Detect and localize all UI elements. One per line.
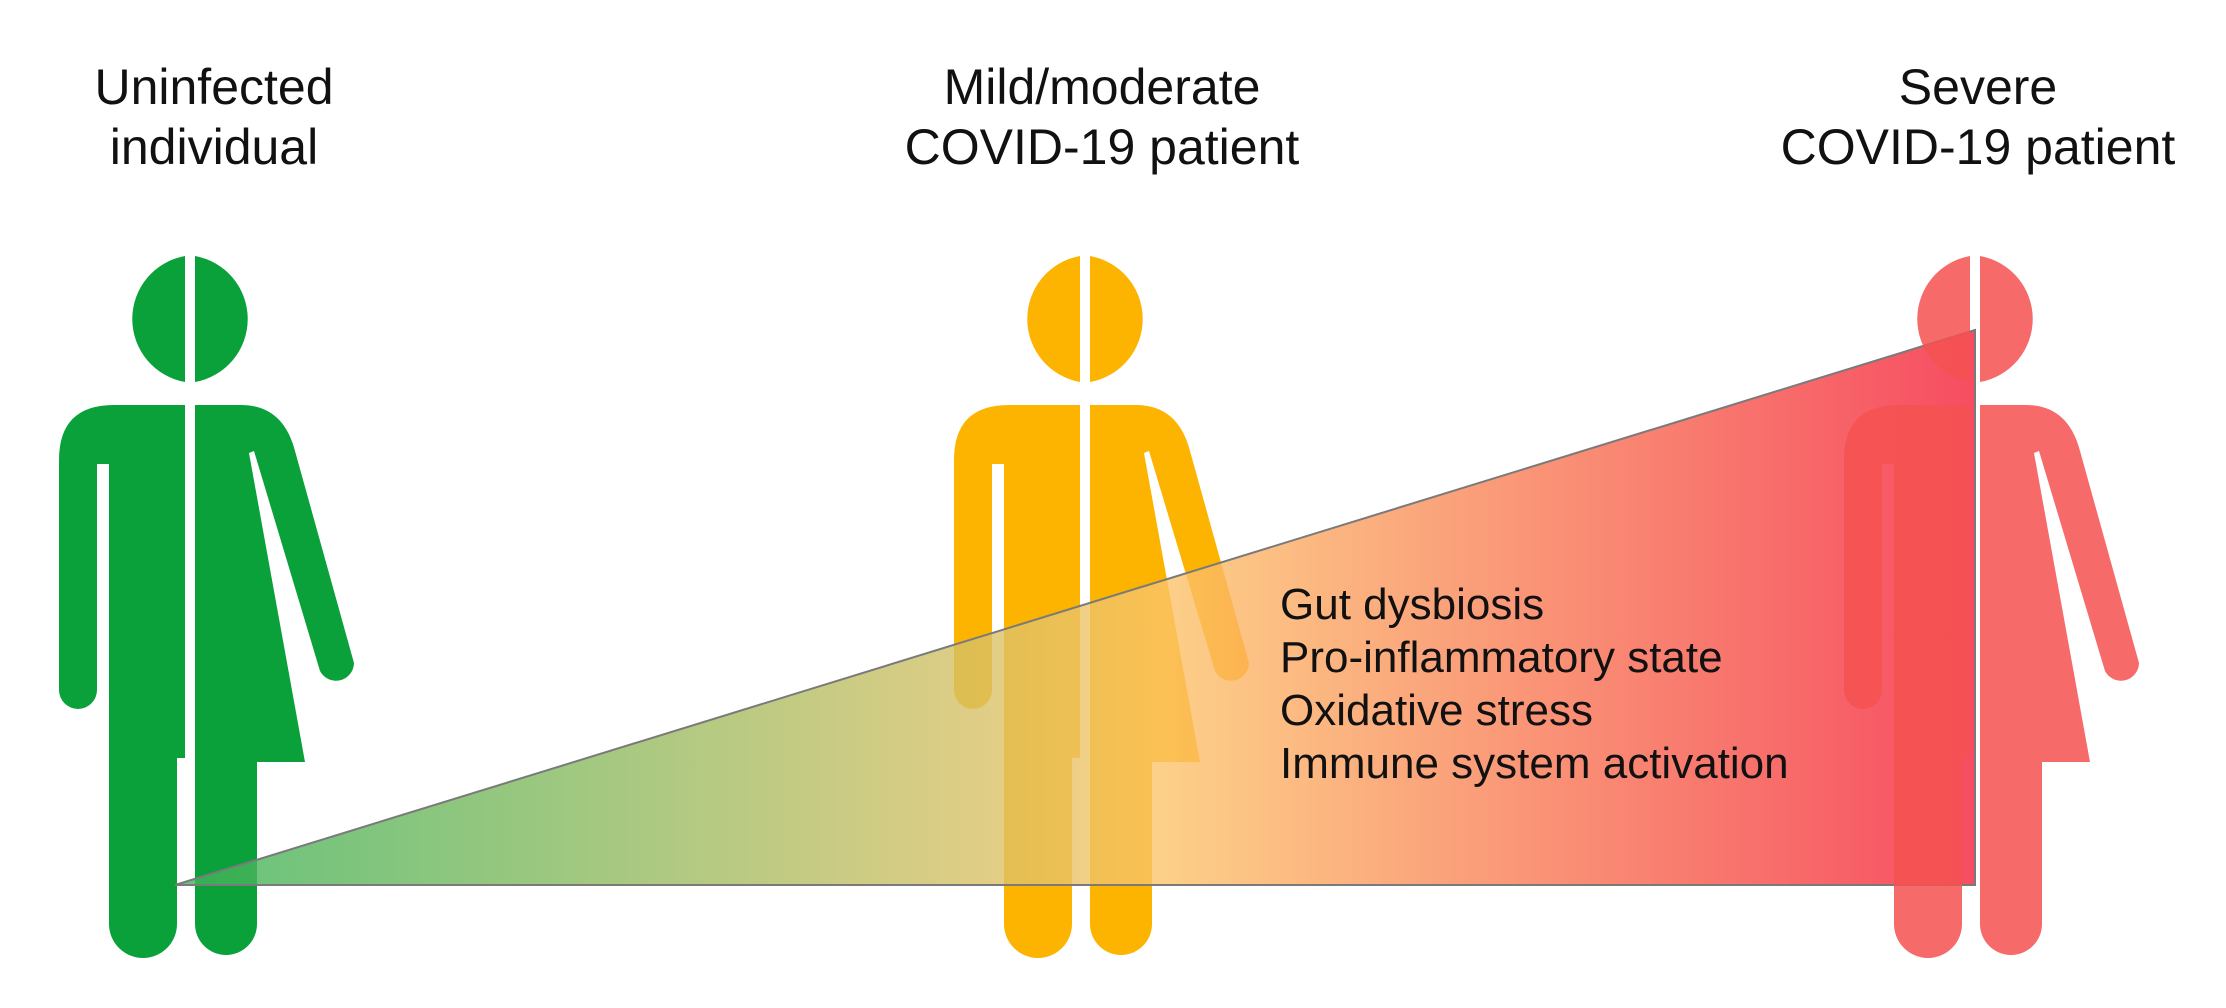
label-uninfected: Uninfected individual — [0, 57, 474, 177]
effect-item: Immune system activation — [1280, 739, 1789, 788]
label-severe-line1: Severe — [1898, 59, 2058, 115]
effect-item: Pro-inflammatory state — [1280, 633, 1723, 682]
severity-gradient-wedge — [174, 328, 1976, 886]
effect-item: Oxidative stress — [1280, 686, 1593, 735]
label-uninfected-line1: Uninfected — [94, 59, 334, 115]
effects-list: Gut dysbiosis Pro-inflammatory state Oxi… — [1280, 578, 1789, 790]
label-uninfected-line2: individual — [109, 119, 319, 175]
label-severe-line2: COVID-19 patient — [1780, 119, 2176, 175]
effect-item: Gut dysbiosis — [1280, 580, 1545, 629]
label-mild-line1: Mild/moderate — [943, 59, 1261, 115]
label-mild: Mild/moderate COVID-19 patient — [842, 57, 1362, 177]
label-mild-line2: COVID-19 patient — [904, 119, 1300, 175]
label-severe: Severe COVID-19 patient — [1718, 57, 2226, 177]
